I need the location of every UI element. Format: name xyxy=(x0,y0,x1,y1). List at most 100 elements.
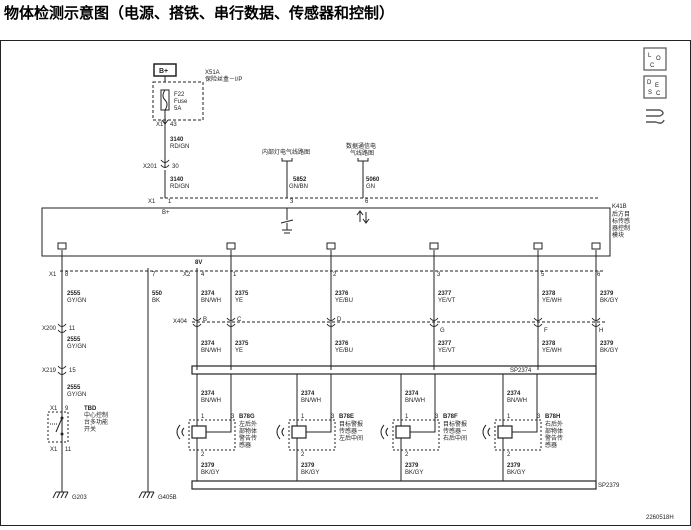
x201-id: X201 xyxy=(143,164,158,170)
x200-pin: 11 xyxy=(69,326,76,332)
svg-text:D: D xyxy=(647,80,652,86)
sensor-pin2: 2 xyxy=(301,452,305,458)
wire-r1-0-circuit: 2374 xyxy=(201,291,215,297)
x1-top-pin1: 1 xyxy=(168,199,172,205)
switch-bot-pin: 11 xyxy=(65,447,72,453)
sensor-in-color: BN/WH xyxy=(507,398,527,404)
svg-text:S: S xyxy=(648,90,652,96)
sensor-pin1: 1 xyxy=(507,414,511,420)
x1-top-id: X1 xyxy=(148,199,156,205)
sensor-out-color: BK/GY xyxy=(507,470,525,476)
wire-5852-circuit: 5852 xyxy=(293,177,307,183)
sound-wave-icon xyxy=(483,425,490,439)
switch-desc-1: 中心控制 xyxy=(84,411,108,419)
sensor-desc-line: 左后中间 xyxy=(339,434,363,442)
x404-pin-h: H xyxy=(599,328,603,334)
sensor-pin3: 3 xyxy=(231,414,235,420)
x1-bottom-pin8: 8 xyxy=(65,272,69,278)
sensor-pin2: 2 xyxy=(405,452,409,458)
sensor-pin1: 1 xyxy=(405,414,409,420)
sensor-in-color: BN/WH xyxy=(201,398,221,404)
wire-2555-b-color: GY/GN xyxy=(67,344,86,350)
svg-text:C: C xyxy=(650,63,655,69)
wire-550-circuit: 550 xyxy=(152,291,163,297)
x1-top-pin3: 3 xyxy=(290,199,294,205)
sensor-desc-line: 右后中间 xyxy=(443,434,467,442)
ref-data-link-2: 气线路图 xyxy=(350,149,374,157)
sensor-pin3: 3 xyxy=(331,414,335,420)
sensor-out-color: BK/GY xyxy=(301,470,319,476)
fuse-block-name: 保险丝盒－I/P xyxy=(205,75,242,83)
power-wire-2-color: RD/GN xyxy=(170,184,189,190)
wire-r1-1-color: YE xyxy=(235,298,243,304)
module-name-2: 标传感 xyxy=(612,217,630,225)
sensor-pin2: 2 xyxy=(201,452,205,458)
power-wire-1-circuit: 3140 xyxy=(170,137,184,143)
x1-bottom-pin7: 7 xyxy=(152,272,156,278)
ultrasonic-sensor-icon xyxy=(192,426,206,438)
sensor-b78h: 2374BN/WH13B78H右后外部物体警告传感器22379BK/GY xyxy=(483,374,563,481)
x2-bottom-pin5: 5 xyxy=(541,272,545,278)
x2-bottom-pin1: 1 xyxy=(233,272,237,278)
x2-bottom-pin4: 4 xyxy=(201,272,205,278)
wire-5852-color: GN/BN xyxy=(289,184,308,190)
sensor-desc-line: 目标警报 xyxy=(443,420,467,428)
location-icon[interactable]: L O C xyxy=(644,48,666,70)
wire-2555-c-color: GY/GN xyxy=(67,392,86,398)
wire-r1-4-circuit: 2378 xyxy=(542,291,556,297)
x2-bottom-id: X2 xyxy=(183,272,191,278)
sensor-in-circuit: 2374 xyxy=(405,391,419,397)
page-title: 物体检测示意图（电源、搭铁、串行数据、传感器和控制） xyxy=(4,2,394,23)
sensor-id: B78E xyxy=(339,414,354,420)
x2-bottom-pin6: 6 xyxy=(597,272,601,278)
ref-data-link-1: 数据通信电 xyxy=(346,142,376,150)
sensor-in-circuit: 2374 xyxy=(201,391,215,397)
switch-contact-icon xyxy=(56,418,62,432)
sensor-desc-line: 左后外 xyxy=(239,420,257,428)
svg-text:E: E xyxy=(655,83,659,89)
sensor-b78e: 2374BN/WH13B78E目标警报传感器－左后中间22379BK/GY xyxy=(277,374,363,481)
x404-pin-f: F xyxy=(544,328,548,334)
wire-550-color: BK xyxy=(152,298,160,304)
wire-5060-color: GN xyxy=(366,184,375,190)
sensor-desc-line: 部物体 xyxy=(239,427,257,435)
sensor-b78f: 2374BN/WH13B78F目标警报传感器－右后中间22379BK/GY xyxy=(381,374,467,481)
fuse-connector: X1 xyxy=(156,122,164,128)
wire-2555-a-color: GY/GN xyxy=(67,298,86,304)
module-internal-switches xyxy=(58,243,600,256)
splice-bottom-label: SP2379 xyxy=(598,483,620,489)
sensor-out-circuit: 2379 xyxy=(405,463,419,469)
description-icon[interactable]: D E S C xyxy=(644,76,666,98)
wire-r1-4-color: YE/WH xyxy=(542,298,562,304)
wire-r1-5-color: BK/GY xyxy=(600,298,618,304)
switch-desc-3: 开关 xyxy=(84,425,96,433)
sensor-out-color: BK/GY xyxy=(201,470,219,476)
wire-r2-4-circuit: 2378 xyxy=(542,341,556,347)
wire-r1-5-circuit: 2379 xyxy=(600,291,614,297)
module-k41b-body xyxy=(42,208,610,256)
bplus-label: B+ xyxy=(159,68,168,75)
wire-r1-2-color: YE/BU xyxy=(335,298,353,304)
wire-r1-2-circuit: 2376 xyxy=(335,291,349,297)
module-id: K41B xyxy=(612,204,627,210)
x200-id: X200 xyxy=(42,326,57,332)
ultrasonic-sensor-icon xyxy=(292,426,306,438)
x404-pin-b: B xyxy=(203,317,207,323)
splice-sp2374 xyxy=(192,366,596,374)
wire-r2-3-color: YE/VT xyxy=(438,348,456,354)
wire-r2-2-circuit: 2376 xyxy=(335,341,349,347)
sensor-desc-line: 感器 xyxy=(545,441,557,449)
module-name-3: 器控制 xyxy=(612,224,630,232)
switch-top-pin: 9 xyxy=(65,406,69,412)
switch-top-conn: X1 xyxy=(50,406,58,412)
sensor-id: B78F xyxy=(443,414,458,420)
svg-text:C: C xyxy=(656,91,661,97)
connector-icon[interactable] xyxy=(646,110,664,123)
fuse-word: Fuse xyxy=(174,99,188,105)
power-wire-2-circuit: 3140 xyxy=(170,177,184,183)
ultrasonic-sensor-icon xyxy=(396,426,410,438)
wire-r2-4-color: YE/WH xyxy=(542,348,562,354)
wire-r1-1-circuit: 2375 xyxy=(235,291,249,297)
wiring-diagram-svg: B+ X51A 保险丝盒－I/P F22 Fuse 5A X1 43 3140 … xyxy=(0,40,691,526)
wire-r2-1-color: YE xyxy=(235,348,243,354)
